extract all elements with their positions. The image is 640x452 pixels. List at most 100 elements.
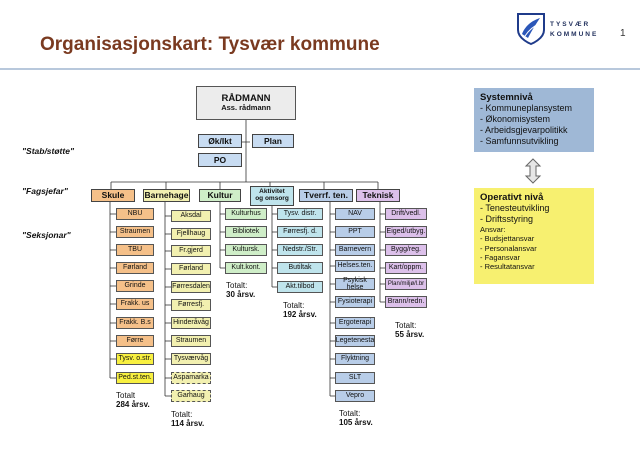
page-title: Organisasjonskart: Tysvær kommune	[40, 34, 380, 55]
skule-item: Ped.st.ten.	[116, 372, 154, 384]
strategic-item: - Økonomisystem	[480, 114, 551, 125]
total-tverrf-value: 105 årsv.	[339, 418, 373, 428]
logo-line1: TYSVÆR	[550, 21, 591, 28]
strategic-item: - Samfunnsutvikling	[480, 135, 559, 146]
tverrf-item: Flyktning	[335, 353, 375, 365]
kultur-item: Kultursk.	[225, 244, 267, 256]
tverrf-item: Legetenesta	[335, 335, 375, 347]
label-fagsjef: "Fagsjefar"	[22, 186, 68, 196]
radmann-title: RÅDMANN	[221, 93, 271, 105]
total-aktivitet: Totalt: 192 årsv.	[283, 301, 317, 319]
header-divider	[0, 68, 640, 70]
total-teknisk-label: Totalt:	[395, 321, 417, 330]
teknisk-item: Bygg/reg.	[385, 244, 427, 256]
barnehage-item: Fjellhaug	[171, 228, 211, 240]
okikt-box: Øk/Ikt	[198, 134, 242, 148]
strategic-item: - Kommuneplansystem	[480, 103, 573, 114]
tverrf-item: Barnevern	[335, 244, 375, 256]
barnehage-item: Førresdalen	[171, 281, 211, 293]
teknisk-item: Eiged/utbyg.	[385, 226, 427, 238]
tverrf-item: Vepro	[335, 390, 375, 402]
page-number: 1	[620, 28, 626, 39]
skule-item: Grinde	[116, 280, 154, 292]
head-teknisk: Teknisk	[356, 189, 400, 202]
strategic-item: - Arbeidsgjevarpolitikk	[480, 124, 568, 135]
head-aktivitet-line2: og omsorg	[255, 195, 289, 202]
operative-sub-item: - Fagansvar	[480, 253, 521, 263]
skule-item: Frakk. B.s	[116, 317, 154, 329]
total-aktivitet-label: Totalt:	[283, 301, 305, 310]
total-kultur-value: 30 årsv.	[226, 290, 256, 300]
skule-item: Straumen	[116, 226, 154, 238]
head-tverrf: Tverrf. ten.	[299, 189, 353, 202]
po-box: PO	[198, 153, 242, 167]
tverrf-item: Ergoterapi	[335, 317, 375, 329]
total-tverrf-label: Totalt:	[339, 409, 361, 418]
tysvaer-logo: TYSVÆR KOMMUNE	[516, 12, 606, 46]
head-aktivitet: Aktivitet og omsorg	[250, 186, 294, 206]
tverrf-item: Fysioterapi	[335, 296, 375, 308]
operative-item: - Driftsstyring	[480, 214, 534, 225]
aktivitet-item: Butiltak	[277, 262, 323, 274]
total-skule: Totalt 284 årsv.	[116, 391, 150, 409]
kultur-item: Kult.kont.	[225, 262, 267, 274]
tverrf-item: NAV	[335, 208, 375, 220]
operative-sub-item: - Resultatansvar	[480, 262, 535, 272]
skule-item: Tysv. o.str.	[116, 353, 154, 365]
head-barnehage: Barnehage	[143, 189, 190, 202]
ass-radmann: Ass. rådmann	[221, 103, 271, 113]
aktivitet-item: Akt.tilbod	[277, 281, 323, 293]
skule-item: TBU	[116, 244, 154, 256]
label-seksjon: "Seksjonar"	[22, 230, 71, 240]
kultur-item: Kulturhus	[225, 208, 267, 220]
total-barnehage-value: 114 årsv.	[171, 419, 205, 429]
radmann-box: RÅDMANN Ass. rådmann	[196, 86, 296, 120]
head-skule: Skule	[91, 189, 135, 202]
tverrf-item: Helses.ten.	[335, 260, 375, 272]
tverrf-item: PPT	[335, 226, 375, 238]
operative-sub-heading: Ansvar:	[480, 224, 506, 234]
double-vertical-arrow-icon	[524, 158, 542, 184]
seal-icon	[517, 13, 545, 46]
total-tverrf: Totalt: 105 årsv.	[339, 409, 373, 427]
operative-sub-item: - Budsjettansvar	[480, 234, 535, 244]
teknisk-item: Drift/vedl.	[385, 208, 427, 220]
total-skule-value: 284 årsv.	[116, 400, 150, 410]
aktivitet-item: Nedstr./Str.	[277, 244, 323, 256]
teknisk-item: Plan/miljø/l.br	[385, 278, 427, 290]
total-teknisk: Totalt: 55 årsv.	[395, 321, 424, 339]
kultur-item: Bibliotek	[225, 226, 267, 238]
skule-item: Frakk. us	[116, 298, 154, 310]
barnehage-item: Førresfj.	[171, 299, 211, 311]
skule-item: Førland	[116, 262, 154, 274]
barnehage-item-planned: Garhaug	[171, 390, 211, 402]
label-stab: "Stab/støtte"	[22, 146, 74, 156]
total-kultur: Totalt: 30 årsv.	[226, 281, 255, 299]
total-skule-label: Totalt	[116, 391, 136, 400]
operative-item: - Tenesteutvikling	[480, 203, 550, 214]
strategic-panel: Systemnivå - Kommuneplansystem - Økonomi…	[474, 88, 594, 152]
barnehage-item: Straumen	[171, 335, 211, 347]
barnehage-item: Fr.gjerd	[171, 245, 211, 257]
tverrf-item: Psykisk helse	[335, 277, 375, 291]
barnehage-item: Aksdal	[171, 210, 211, 222]
aktivitet-item: Førresfj. d.	[277, 226, 323, 238]
barnehage-item: Førland	[171, 263, 211, 275]
head-kultur: Kultur	[199, 189, 241, 202]
total-kultur-label: Totalt:	[226, 281, 248, 290]
teknisk-item: Brann/redn.	[385, 296, 427, 308]
aktivitet-item: Tysv. distr.	[277, 208, 323, 220]
strategic-heading: Systemnivå	[480, 92, 533, 103]
operative-sub-item: - Personalansvar	[480, 243, 537, 253]
tverrf-item: SLT	[335, 372, 375, 384]
skule-item: Førre	[116, 335, 154, 347]
total-barnehage: Totalt: 114 årsv.	[171, 410, 204, 428]
total-aktivitet-value: 192 årsv.	[283, 310, 317, 320]
operative-heading: Operativt nivå	[480, 192, 544, 203]
total-barnehage-label: Totalt:	[171, 410, 193, 419]
barnehage-item-planned: Aspamarka	[171, 372, 211, 384]
operative-panel: Operativt nivå - Tenesteutvikling - Drif…	[474, 188, 594, 284]
teknisk-item: Kart/oppm.	[385, 262, 427, 274]
plan-box: Plan	[252, 134, 294, 148]
